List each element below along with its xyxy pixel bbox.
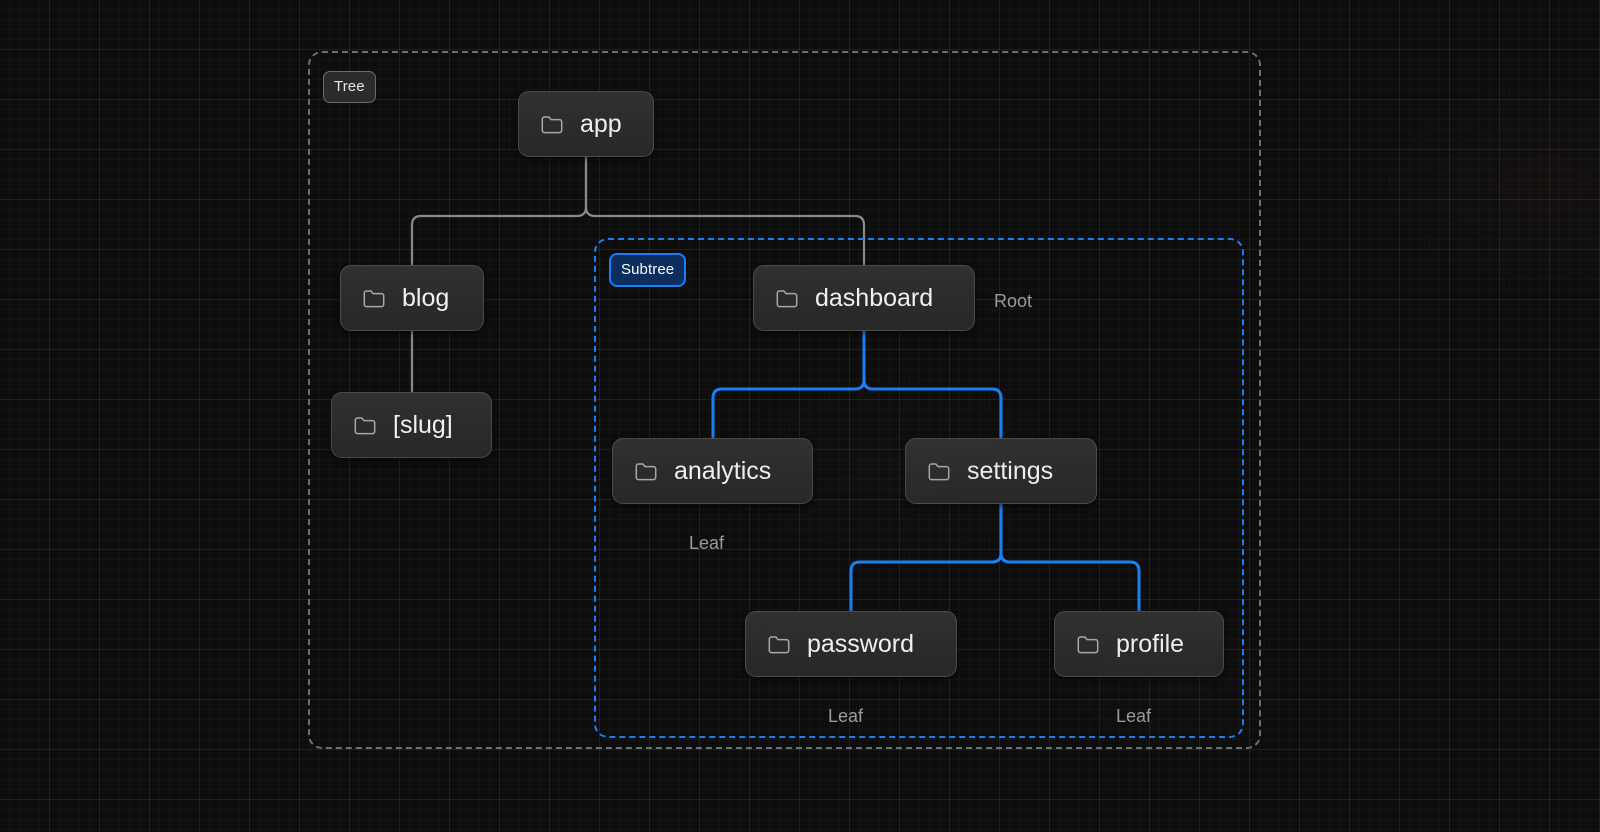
folder-icon [1077, 635, 1099, 653]
node-dashboard[interactable]: dashboard [753, 265, 975, 331]
edge-app-dashboard [584, 155, 866, 267]
node-label: settings [967, 456, 1054, 485]
node-password[interactable]: password [745, 611, 957, 677]
annotation-root: Root [994, 291, 1033, 311]
annotation-leaf-analytics: Leaf [689, 533, 725, 553]
node-label: analytics [674, 456, 772, 485]
node-label: blog [402, 283, 450, 312]
node-analytics[interactable]: analytics [612, 438, 813, 504]
edge-settings-profile [999, 502, 1141, 613]
folder-icon [363, 289, 385, 307]
folder-icon [354, 416, 376, 434]
group-tree-label: Tree [323, 71, 376, 103]
folder-icon [541, 115, 563, 133]
folder-icon [928, 462, 950, 480]
node-label: password [807, 629, 914, 658]
edge-dashboard-settings [862, 329, 1003, 440]
node-profile[interactable]: profile [1054, 611, 1224, 677]
node-label: [slug] [393, 410, 453, 439]
annotation-leaf-profile: Leaf [1116, 706, 1152, 726]
node-slug[interactable]: [slug] [331, 392, 492, 458]
node-label: dashboard [815, 283, 934, 312]
annotation-leaf-password: Leaf [828, 706, 864, 726]
group-subtree[interactable]: Subtree [594, 238, 1244, 738]
group-tree[interactable]: Tree [308, 51, 1261, 749]
folder-icon [768, 635, 790, 653]
folder-icon [776, 289, 798, 307]
node-settings[interactable]: settings [905, 438, 1097, 504]
node-label: profile [1116, 629, 1185, 658]
node-blog[interactable]: blog [340, 265, 484, 331]
node-app[interactable]: app [518, 91, 654, 157]
group-subtree-label: Subtree [609, 253, 687, 287]
folder-icon [635, 462, 657, 480]
node-label: app [580, 109, 622, 138]
